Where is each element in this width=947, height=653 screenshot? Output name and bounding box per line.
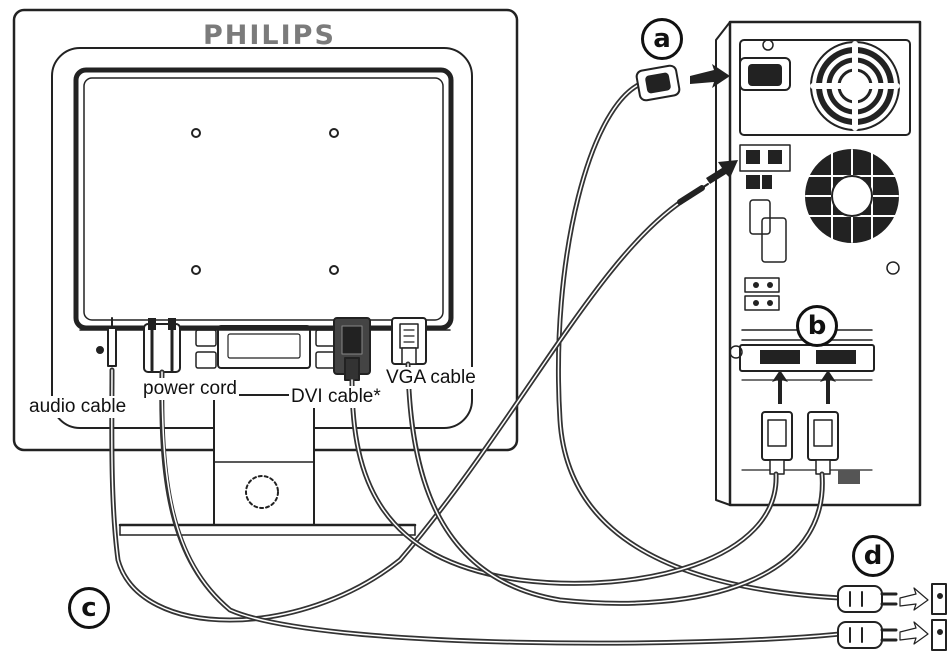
arrow-right-icon — [690, 64, 730, 88]
wall-outlet-icon — [932, 584, 946, 650]
vesa-mount-panel — [76, 70, 451, 328]
callout-b: b — [796, 305, 838, 347]
monitor-stand-neck — [214, 395, 314, 525]
callout-c: c — [68, 587, 110, 629]
dvi-plug-monitor — [334, 318, 370, 380]
callout-a: a — [641, 18, 683, 60]
iec-plug-pc — [636, 65, 681, 101]
callout-d: d — [852, 535, 894, 577]
power-cord-label: power cord — [141, 378, 239, 400]
graphics-card-port-dvi — [760, 350, 800, 364]
monitor-rear — [14, 10, 517, 535]
dvi-cable-label: DVI cable* — [289, 386, 383, 408]
audio-cable-label: audio cable — [27, 396, 128, 418]
arrow-right-icon — [900, 588, 928, 610]
arrow-right-icon — [900, 622, 928, 644]
vga-plug-monitor — [392, 318, 426, 364]
brand-logo: PHILIPS — [203, 20, 336, 51]
vga-cable-label: VGA cable — [384, 367, 478, 389]
wall-plug-bottom — [838, 622, 896, 648]
power-plug-monitor — [144, 318, 180, 372]
audio-jack-pc — [680, 184, 708, 202]
wall-plug-top — [838, 586, 896, 612]
graphics-card-port-vga — [816, 350, 856, 364]
